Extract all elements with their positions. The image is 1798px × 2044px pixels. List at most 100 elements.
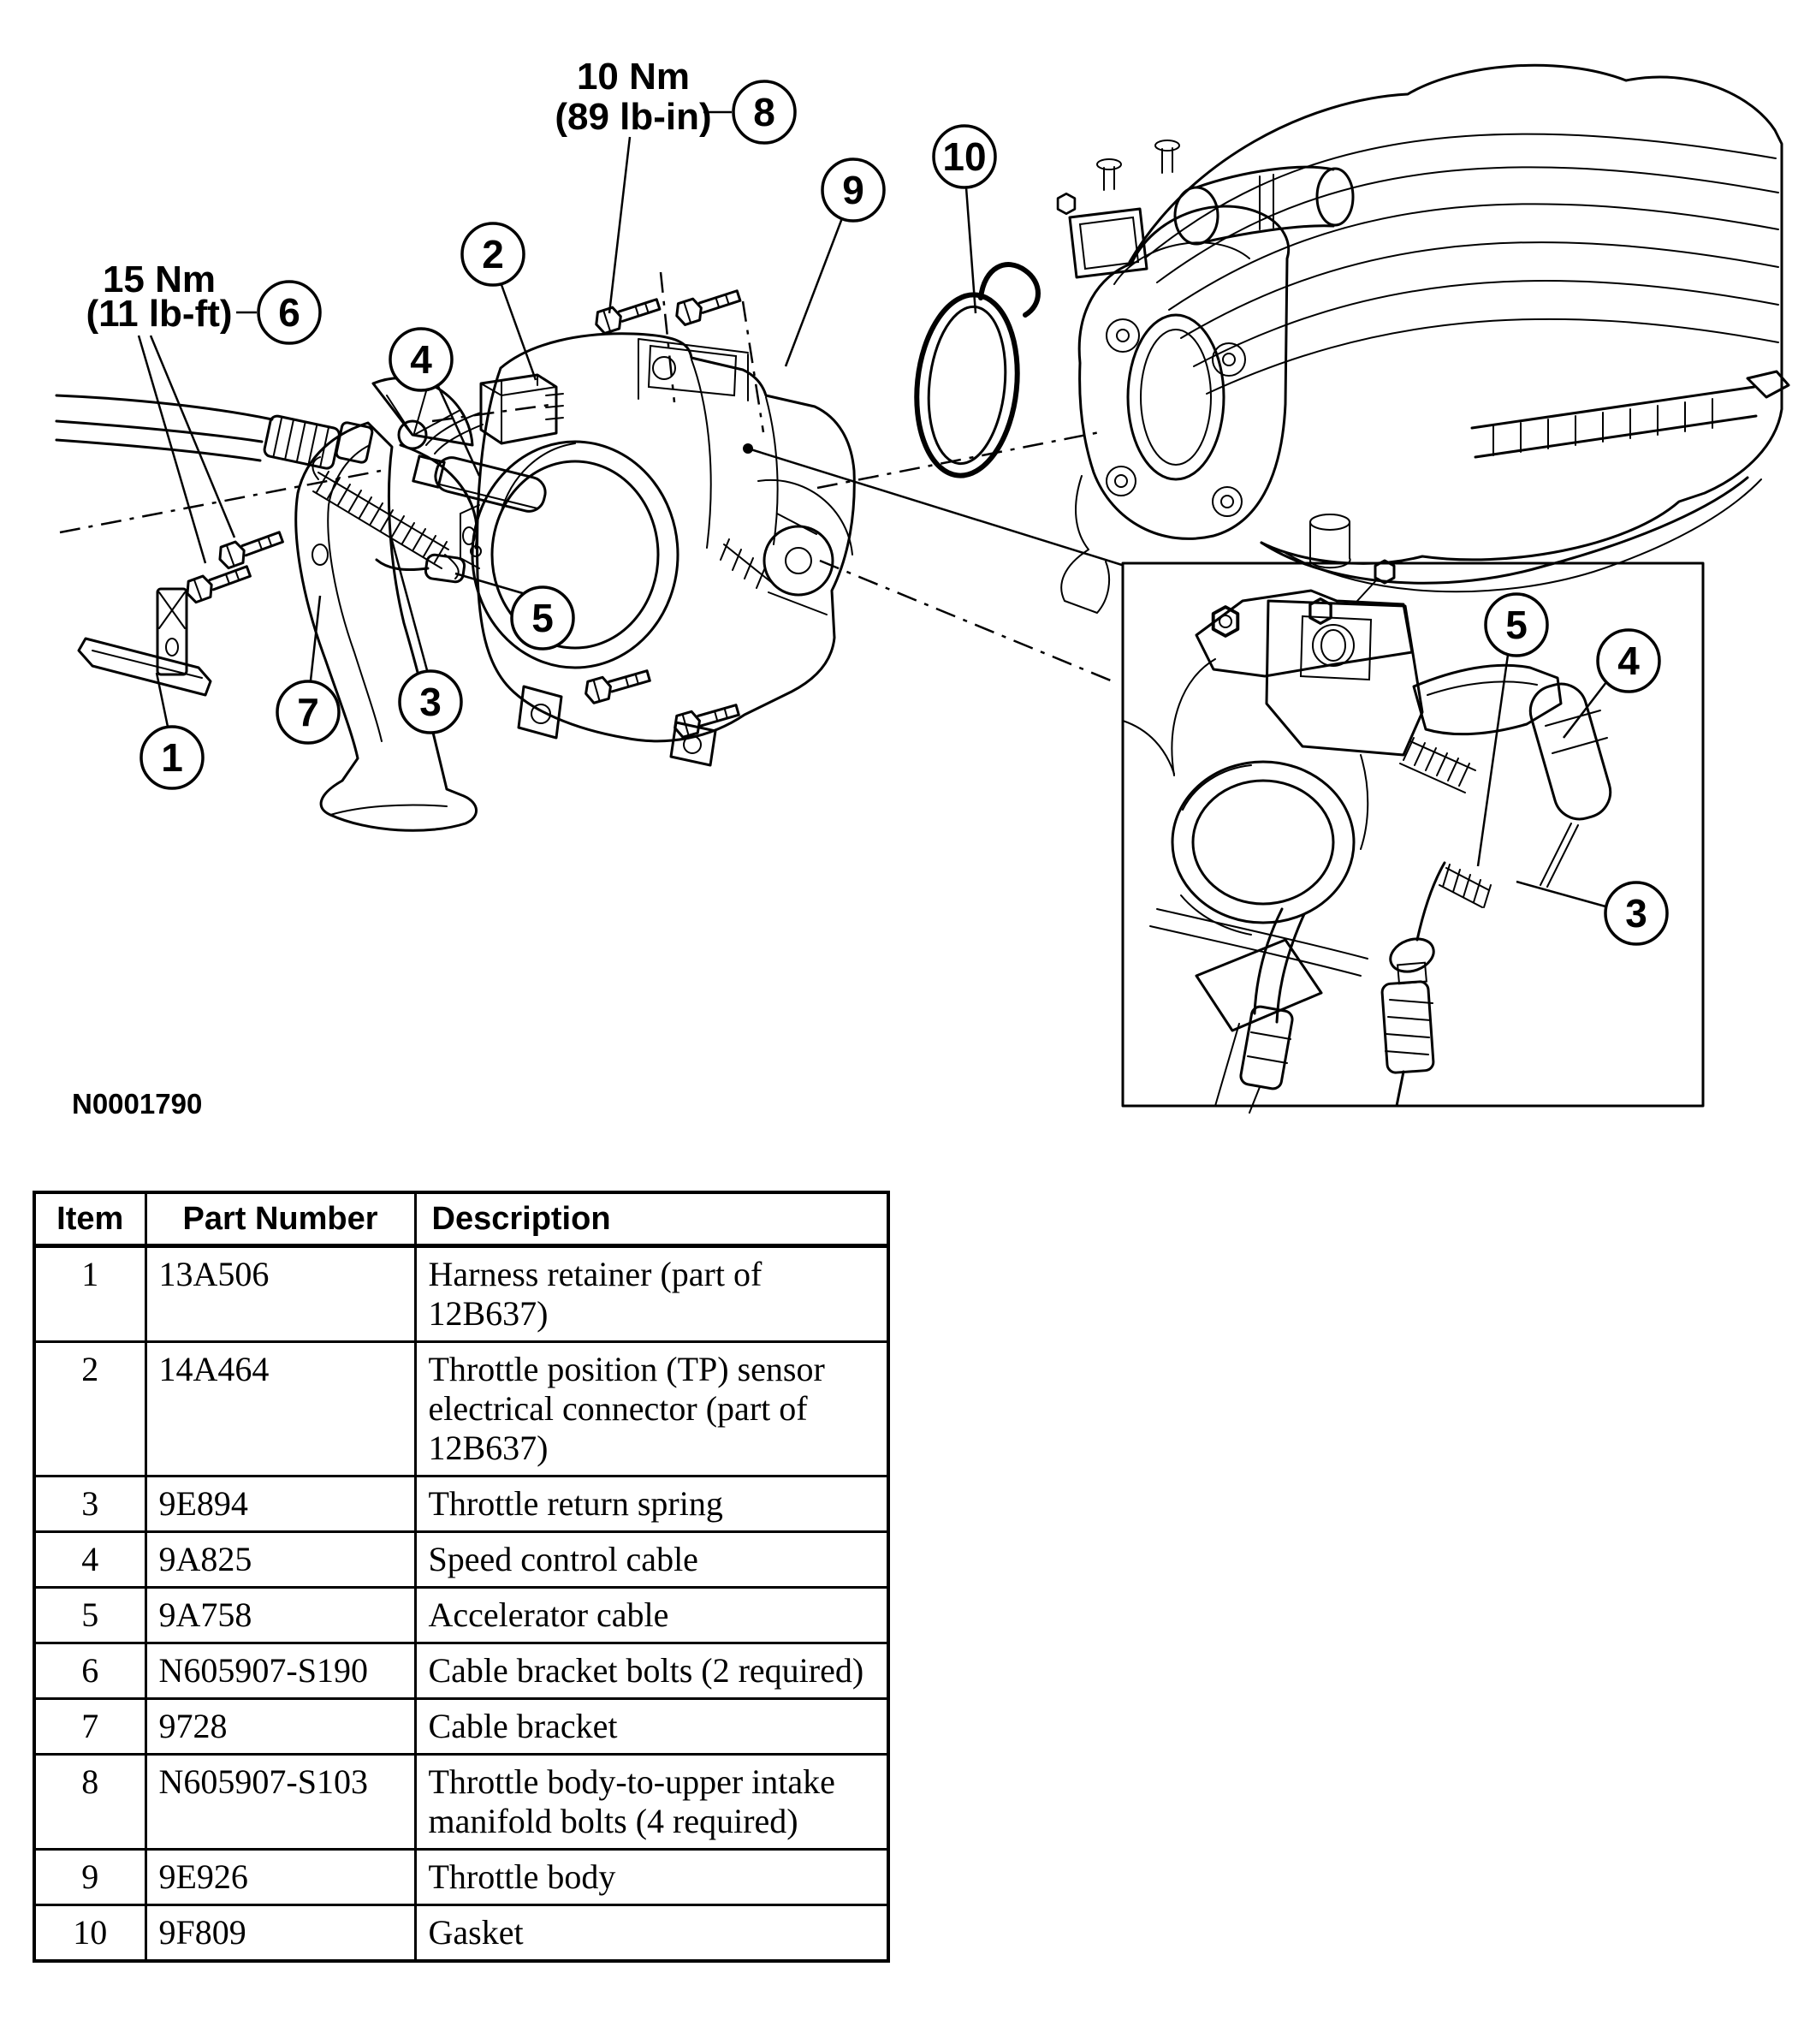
cell-item: 1	[33, 1245, 147, 1343]
torque-15nm-line1: 15 Nm	[103, 258, 216, 300]
callout-number-5: 5	[531, 596, 554, 640]
tp-connector-drawing	[425, 373, 564, 455]
cell-part-number: N605907-S190	[144, 1642, 417, 1700]
callout-number-4: 4	[1617, 639, 1640, 683]
callout-number-3: 3	[1625, 891, 1647, 936]
callout-circle-9	[821, 157, 886, 223]
callout-leader	[436, 383, 481, 477]
harness-retainer-drawing	[77, 587, 212, 697]
cell-item: 9	[33, 1848, 147, 1906]
callout-leader	[1516, 880, 1606, 908]
callout-leader	[964, 187, 977, 314]
callout-circle-1	[139, 725, 205, 790]
torque-10nm-line2: (89 lb-in)	[555, 96, 711, 138]
header-item: Item	[33, 1191, 147, 1248]
callout-circle-5	[510, 585, 575, 651]
callout-number-9: 9	[842, 168, 864, 212]
cell-part-number: 9728	[144, 1697, 417, 1756]
cell-part-number: 9A758	[144, 1586, 417, 1644]
leader-line	[149, 335, 236, 538]
cell-description: Accelerator cable	[413, 1586, 890, 1644]
leader-line	[137, 335, 207, 564]
leader-line	[608, 136, 632, 314]
inset-detail-drawing	[1121, 559, 1705, 1114]
cell-description: Harness retainer (part of 12B637)	[413, 1245, 890, 1343]
leader-dot	[743, 443, 753, 454]
cell-item: 7	[33, 1697, 147, 1756]
callout-number-2: 2	[482, 232, 504, 276]
callout-number-7: 7	[297, 690, 319, 734]
callout-circle-5	[1484, 592, 1549, 657]
callout-layer: 1 7 3 5 4 2 6 8 9 10 5 4 3	[137, 80, 1669, 946]
callout-leader	[499, 282, 537, 381]
cell-description: Throttle body-to-upper intake manifold b…	[413, 1753, 890, 1851]
cable-bracket-drawing	[294, 377, 478, 832]
callout-circle-8	[732, 80, 797, 145]
cell-item: 2	[33, 1340, 147, 1477]
callout-circle-3	[1604, 881, 1669, 946]
cell-part-number: 9F809	[144, 1904, 417, 1963]
cell-description: Throttle return spring	[413, 1475, 890, 1533]
cell-part-number: 9A825	[144, 1530, 417, 1589]
cell-item: 8	[33, 1753, 147, 1851]
callout-leader	[1563, 681, 1607, 739]
alignment-lines	[59, 271, 1118, 685]
callout-number-10: 10	[942, 134, 986, 179]
intake-manifold-drawing	[1056, 63, 1790, 614]
callout-number-4: 4	[410, 337, 432, 382]
callout-circle-2	[460, 222, 525, 287]
callout-circle-4	[389, 327, 454, 392]
callout-number-3: 3	[419, 680, 442, 724]
torque-label-10nm: 10 Nm (89 lb-in)	[555, 56, 711, 138]
gasket-drawing	[914, 262, 1041, 478]
callout-number-5: 5	[1505, 603, 1528, 647]
throttle-body-drawing	[460, 332, 856, 767]
header-part-number: Part Number	[144, 1191, 417, 1248]
leader-line	[747, 447, 1123, 567]
cell-item: 5	[33, 1586, 147, 1644]
cell-item: 4	[33, 1530, 147, 1589]
torque-label-15nm: 15 Nm (11 lb-ft)	[86, 258, 232, 335]
cell-item: 3	[33, 1475, 147, 1533]
callout-number-8: 8	[753, 90, 775, 134]
callout-leader	[784, 217, 844, 367]
cell-item: 6	[33, 1642, 147, 1700]
torque-15nm-line2: (11 lb-ft)	[86, 293, 232, 335]
cell-part-number: N605907-S103	[144, 1753, 417, 1851]
cell-description: Speed control cable	[413, 1530, 890, 1589]
cell-part-number: 13A506	[144, 1245, 417, 1343]
cell-description: Cable bracket bolts (2 required)	[413, 1642, 890, 1700]
cell-item: 10	[33, 1904, 147, 1963]
exploded-view-diagram: 10 Nm (89 lb-in) 15 Nm (11 lb-ft) N00017…	[55, 56, 1790, 1120]
callout-number-1: 1	[161, 735, 183, 780]
cell-description: Throttle body	[413, 1848, 890, 1906]
cell-part-number: 9E926	[144, 1848, 417, 1906]
torque-10nm-line1: 10 Nm	[577, 56, 690, 98]
callout-circle-6	[257, 280, 322, 345]
callout-circle-7	[276, 680, 341, 745]
callout-circle-3	[398, 669, 463, 734]
speed-control-cable-drawing	[412, 455, 547, 513]
callout-number-6: 6	[278, 290, 300, 335]
cell-part-number: 9E894	[144, 1475, 417, 1533]
callout-leader	[309, 595, 322, 681]
callout-leader	[155, 672, 169, 728]
callout-circle-4	[1596, 628, 1661, 693]
figure-number: N0001790	[72, 1088, 202, 1120]
callout-leader	[389, 533, 429, 671]
header-description: Description	[413, 1191, 890, 1248]
cell-description: Gasket	[413, 1904, 890, 1963]
callout-leader	[1476, 654, 1510, 867]
cell-description: Cable bracket	[413, 1697, 890, 1756]
